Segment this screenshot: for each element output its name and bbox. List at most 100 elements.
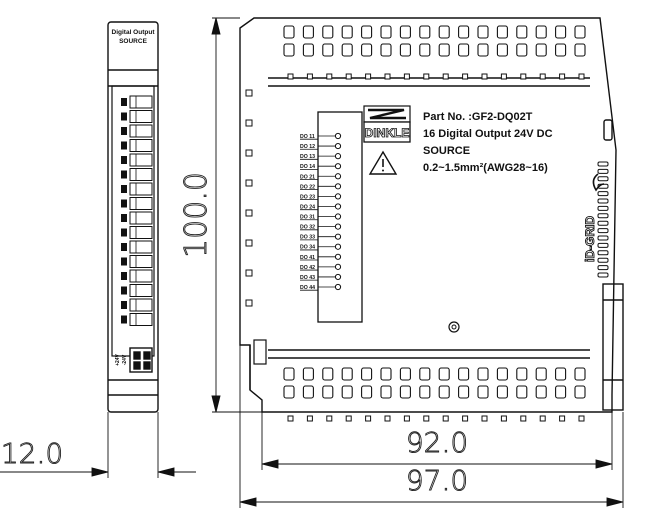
- channel-row: DO 14: [300, 163, 342, 170]
- vent-slot: [535, 25, 547, 39]
- vent-slot: [555, 385, 567, 399]
- channel-pin-icon: [334, 213, 342, 220]
- vent-hole: [481, 415, 488, 422]
- vent-hole: [306, 415, 313, 422]
- side-terminal-strip: [121, 95, 153, 326]
- vent-hole: [578, 73, 585, 80]
- left-studs: [245, 89, 253, 307]
- channel-pin-icon: [334, 132, 342, 140]
- power-terminal: [129, 347, 153, 373]
- vent-hole: [384, 73, 391, 80]
- vent-slot: [399, 367, 411, 381]
- channel-row: DO 21: [300, 173, 342, 180]
- dim-width-total: 97.0: [406, 464, 468, 497]
- vent-hole: [481, 73, 488, 80]
- vent-slot: [535, 385, 547, 399]
- channel-label: DO 13: [300, 154, 315, 160]
- front-outline: [239, 17, 617, 413]
- vent-slot: [555, 43, 567, 57]
- vent-slot: [477, 25, 489, 39]
- channel-row: DO 33: [300, 233, 342, 241]
- channel-row: DO 12: [300, 142, 342, 150]
- vent-hole: [520, 73, 527, 80]
- vent-slot: [283, 25, 295, 39]
- terminal-screw-icon: [121, 95, 153, 109]
- vent-hole: [423, 415, 430, 422]
- vent-slot: [322, 367, 334, 381]
- rib: [597, 250, 609, 256]
- vent-slot: [458, 25, 470, 39]
- vent-hole: [462, 415, 469, 422]
- vent-hole: [287, 73, 294, 80]
- channel-label: DO 23: [300, 194, 315, 200]
- vent-hole: [500, 415, 507, 422]
- vent-slot: [419, 367, 431, 381]
- side-label-line2: SOURCE: [119, 38, 147, 45]
- vent-slot: [555, 25, 567, 39]
- stud: [245, 209, 253, 217]
- vent-hole: [345, 73, 352, 80]
- vent-hole: [423, 73, 430, 80]
- channel-pin-icon: [334, 173, 342, 180]
- arrow-left-92: [261, 459, 279, 469]
- vent-slot: [322, 385, 334, 399]
- wire-range: 0.2~1.5mm²(AWG28~16): [423, 162, 548, 174]
- terminal-screw-icon: [121, 240, 153, 254]
- channel-pin-icon: [334, 233, 342, 240]
- power-label-plus: +24V: [115, 353, 121, 365]
- vent-slot: [399, 25, 411, 39]
- terminal-screw-icon: [121, 269, 153, 283]
- vent-hole: [403, 73, 410, 80]
- vent-slot: [535, 367, 547, 381]
- channel-row: DO 13: [300, 153, 342, 160]
- vent-slot: [322, 43, 334, 57]
- vent-slot: [516, 25, 528, 39]
- channel-row: DO 22: [300, 183, 342, 190]
- channel-label: DO 31: [300, 215, 315, 221]
- channel-pin-icon: [334, 193, 342, 200]
- vent-hole: [462, 73, 469, 80]
- arrow-down: [211, 395, 221, 413]
- channel-label: DO 21: [300, 174, 315, 180]
- vent-hole: [326, 73, 333, 80]
- vent-slot: [574, 367, 586, 381]
- terminal-screw-icon: [121, 168, 153, 181]
- vent-slot: [458, 43, 470, 57]
- channel-row: DO 24: [300, 203, 342, 210]
- vent-hole: [442, 73, 449, 80]
- stud: [245, 269, 253, 277]
- vent-slot: [380, 25, 392, 39]
- rib: [597, 198, 609, 204]
- side-view: Digital Output SOURCE +24V -24V: [107, 21, 159, 413]
- rib: [597, 191, 609, 197]
- arrow-up: [211, 17, 221, 35]
- channel-pin-icon: [334, 283, 342, 291]
- stud: [245, 119, 253, 127]
- terminal-screw-icon: [121, 110, 153, 123]
- vent-slot: [361, 43, 373, 57]
- rib: [597, 213, 609, 219]
- vent-slot: [477, 385, 489, 399]
- vent-slot: [419, 25, 431, 39]
- channel-pin-icon: [334, 253, 342, 260]
- bottom-vent-slots: [283, 367, 586, 422]
- dim-height: 100.0: [179, 172, 214, 258]
- brand-name: DINKLE: [365, 126, 410, 140]
- rib: [597, 176, 609, 182]
- vent-slot: [283, 367, 295, 381]
- release-latch: [603, 119, 613, 141]
- vent-slot: [341, 367, 353, 381]
- stud: [245, 149, 253, 157]
- output-mode: SOURCE: [423, 145, 470, 157]
- vent-hole: [442, 415, 449, 422]
- terminal-screw-icon: [121, 139, 153, 152]
- vent-slot: [496, 385, 508, 399]
- channel-row: DO 31: [300, 213, 342, 221]
- vent-hole: [345, 415, 352, 422]
- series-logo: iD-GRID: [583, 216, 597, 262]
- vent-slot: [380, 43, 392, 57]
- vent-slot: [516, 43, 528, 57]
- vent-hole: [539, 73, 546, 80]
